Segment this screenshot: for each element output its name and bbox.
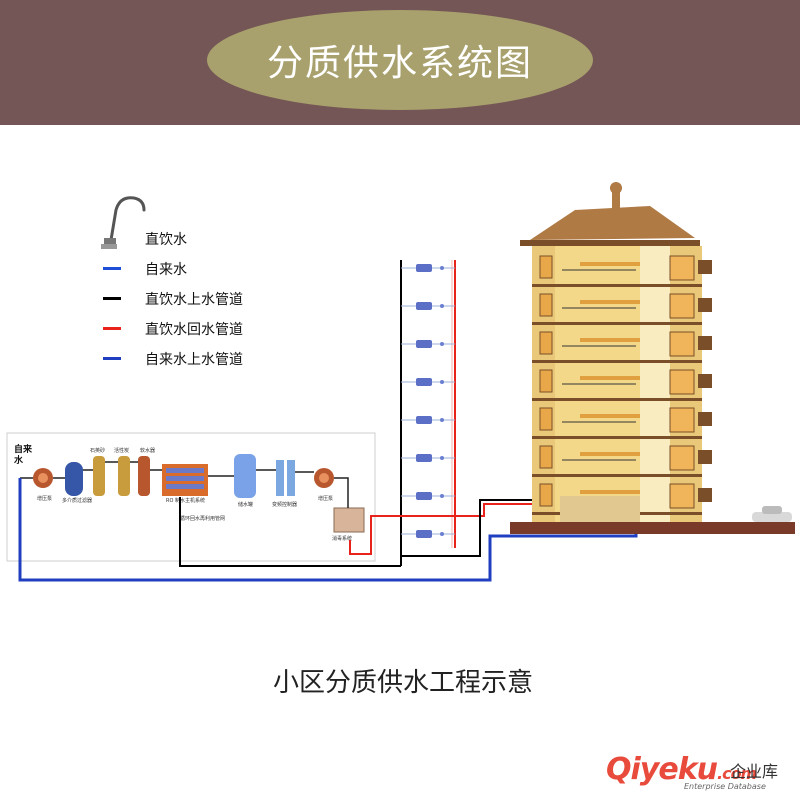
building-floor (532, 293, 712, 325)
component-label: 软水器 (140, 447, 155, 454)
treatment-room (6, 432, 376, 562)
riser-tap (401, 416, 455, 424)
qiyeku-logo[interactable]: Qiyeku.com 企业库 Enterprise Database (606, 752, 796, 796)
component-label: 循环回水再利用管网 (180, 515, 225, 522)
ground-slab (510, 522, 795, 534)
component-label: 增压泵 (318, 495, 333, 502)
supply-pipe-black (179, 497, 401, 567)
building (510, 182, 795, 534)
source-label-line1: 自来 (14, 443, 33, 455)
component-label: 储水罐 (238, 501, 253, 508)
building-floor (532, 407, 712, 439)
vfd-controller-a (276, 460, 284, 496)
legend-label-tap-supply: 自来水上水管道 (145, 352, 243, 368)
building-floor (532, 445, 712, 477)
vfd-controller-b (287, 460, 295, 496)
quartz-sand-tank (93, 456, 105, 496)
diagram-title: 分质供水系统图 (266, 43, 533, 84)
booster-pump-1 (33, 468, 53, 488)
return-pipe-red (349, 515, 455, 555)
legend-swatch-tap-supply (103, 357, 121, 360)
legend-swatch-direct-return (103, 327, 121, 330)
booster-pump-2 (314, 468, 334, 488)
riser-tap (401, 264, 455, 272)
legend-swatch-direct-supply (103, 297, 121, 300)
diagram-caption: 小区分质供水工程示意 (272, 668, 533, 698)
riser-tap (401, 302, 455, 310)
component-label: 消毒系统 (332, 535, 352, 542)
component-label: 增压泵 (37, 495, 52, 502)
logo-subtitle: Enterprise Database (684, 782, 766, 791)
riser-taps (401, 264, 455, 538)
legend-label-direct-supply: 直饮水上水管道 (145, 292, 243, 308)
faucet-icon (101, 196, 146, 249)
logo-wordmark: Qiyeku.com (606, 752, 757, 787)
building-floor (532, 331, 712, 363)
softener-tank (138, 456, 150, 496)
legend-swatch-tap-water (103, 267, 121, 270)
title-ellipse: 分质供水系统图 (207, 10, 593, 110)
component-label: RO 制水主机系统 (166, 497, 205, 504)
riser-tap (401, 530, 455, 538)
car-icon (752, 506, 792, 522)
legend-label-direct-water: 直饮水 (145, 232, 187, 248)
source-label-line2: 水 (14, 454, 24, 466)
component-label: 石英砂 (90, 447, 105, 454)
component-label: 多介质过滤器 (62, 497, 92, 504)
riser-tap (401, 378, 455, 386)
logo-cn-text: 企业库 (730, 762, 779, 781)
legend-label-tap-water: 自来水 (145, 262, 187, 278)
building-floor (532, 369, 712, 401)
building-floor (532, 255, 712, 287)
multimedia-filter (65, 462, 83, 496)
building-roof (530, 206, 695, 240)
storage-tank (234, 454, 256, 498)
disinfection-unit (333, 507, 365, 533)
riser-tap (401, 340, 455, 348)
activated-carbon-tank (118, 456, 130, 496)
legend-label-direct-return: 直饮水回水管道 (145, 322, 243, 338)
component-label: 变频控制器 (272, 501, 297, 508)
riser-tap (401, 454, 455, 462)
riser-tap (401, 492, 455, 500)
component-label: 活性炭 (114, 447, 129, 454)
